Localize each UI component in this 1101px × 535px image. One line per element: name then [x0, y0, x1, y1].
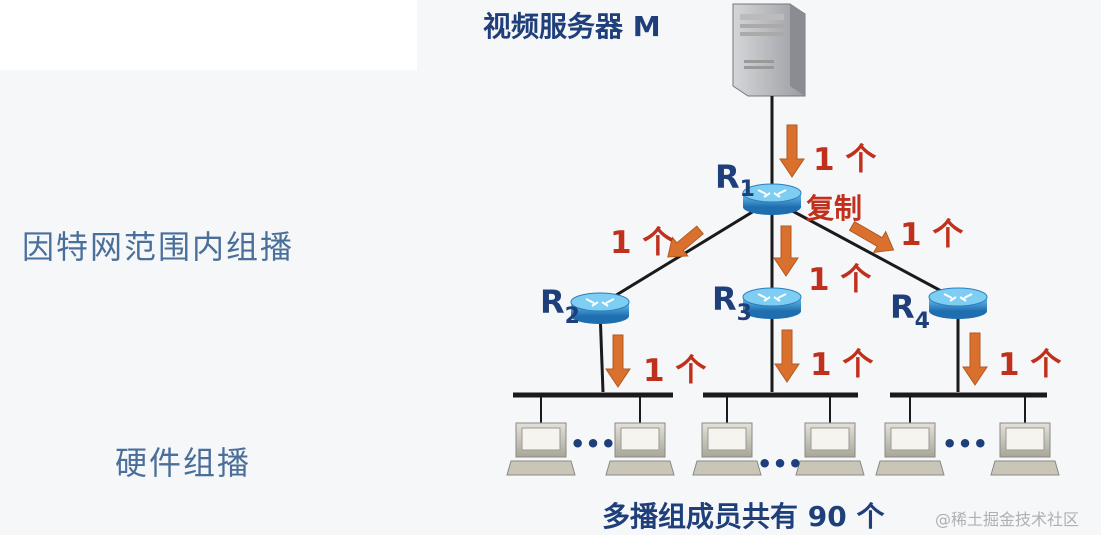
pc-icon-2 [605, 422, 675, 476]
members-note: 多播组成员共有 90 个 [602, 500, 885, 533]
arrow-down-r3 [774, 329, 800, 383]
router-icon-r1 [742, 183, 802, 215]
count-label-r2: 1 个 [610, 225, 673, 261]
ellipsis-lan2: ••• [570, 430, 616, 458]
count-label-lan2: 1 个 [643, 353, 706, 389]
router-icon-r2 [570, 292, 630, 324]
count-label-r3: 1 个 [808, 262, 871, 298]
watermark: @稀土掘金技术社区 [935, 510, 1080, 529]
router-label-r3: R3 [712, 280, 752, 326]
router-icon-r4 [928, 287, 988, 319]
arrow-down-r4 [962, 332, 988, 386]
server-title: 视频服务器 M [483, 10, 661, 43]
copy-label: 复制 [806, 192, 862, 225]
pc-icon-4 [795, 422, 865, 476]
router-label-r1: R1 [715, 158, 755, 202]
arrow-to-r3 [773, 225, 799, 277]
white-panel [0, 0, 417, 70]
arrow-down-server [779, 124, 805, 178]
arrow-down-r2 [605, 334, 631, 388]
network-links [513, 96, 1047, 423]
pc-icon-5 [875, 422, 945, 476]
count-label-lan4: 1 个 [998, 347, 1061, 383]
pc-icon-3 [692, 422, 762, 476]
arrow-to-r2 [667, 225, 704, 258]
ellipsis-lan3: ••• [757, 450, 803, 478]
internet-multicast-label: 因特网范围内组播 [22, 228, 295, 266]
count-label-server: 1 个 [813, 142, 876, 178]
count-label-r4: 1 个 [900, 217, 963, 253]
router-label-r2: R2 [540, 283, 580, 329]
arrow-to-r4 [848, 220, 895, 254]
count-label-lan3: 1 个 [810, 347, 873, 383]
pc-icon-1 [506, 422, 576, 476]
ellipsis-lan4: ••• [942, 430, 988, 458]
pc-icon-6 [990, 422, 1060, 476]
router-label-r4: R4 [890, 288, 930, 334]
server-icon [732, 3, 806, 97]
router-icon-r3 [742, 287, 802, 319]
hardware-multicast-label: 硬件组播 [115, 444, 252, 482]
